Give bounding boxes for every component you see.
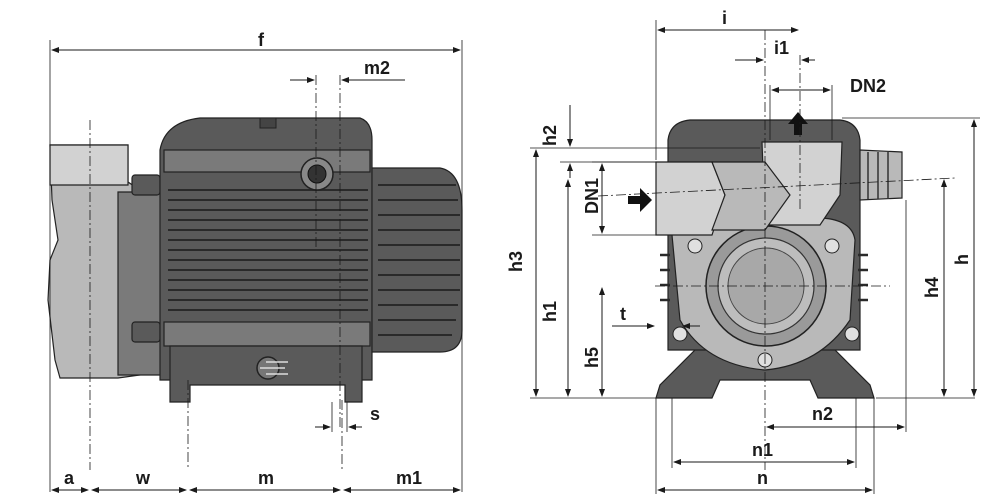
cooling-fins	[168, 189, 368, 311]
dim-m1: m1	[396, 468, 422, 488]
dim-h5: h5	[582, 347, 602, 368]
dim-h: h	[952, 254, 972, 265]
dim-t: t	[620, 304, 626, 324]
dim-w: w	[135, 468, 151, 488]
dim-n2: n2	[812, 404, 833, 424]
dim-i1: i1	[774, 38, 789, 58]
dim-n: n	[757, 468, 768, 488]
side-view	[47, 75, 463, 470]
dim-m: m	[258, 468, 274, 488]
front-cable-gland	[859, 149, 903, 201]
front-view-dimensions: i i1 DN2 h2 DN1 h3 h1 h5 t	[506, 8, 980, 494]
side-view-dimensions: f m2 s a w m m1	[49, 30, 463, 493]
dim-a: a	[64, 468, 75, 488]
front-view	[597, 30, 956, 470]
dim-h3: h3	[506, 251, 526, 272]
dim-DN2: DN2	[850, 76, 886, 96]
dim-m2: m2	[364, 58, 390, 78]
discharge-flow-arrow	[788, 112, 808, 135]
dim-h4: h4	[922, 277, 942, 298]
dim-s: s	[370, 404, 380, 424]
suction-flow-arrow	[628, 188, 652, 212]
dim-i: i	[722, 8, 727, 28]
dim-n1: n1	[752, 440, 773, 460]
dim-h2: h2	[540, 125, 560, 146]
dim-DN1: DN1	[582, 178, 602, 214]
dim-h1: h1	[540, 301, 560, 322]
dim-f: f	[258, 30, 265, 50]
